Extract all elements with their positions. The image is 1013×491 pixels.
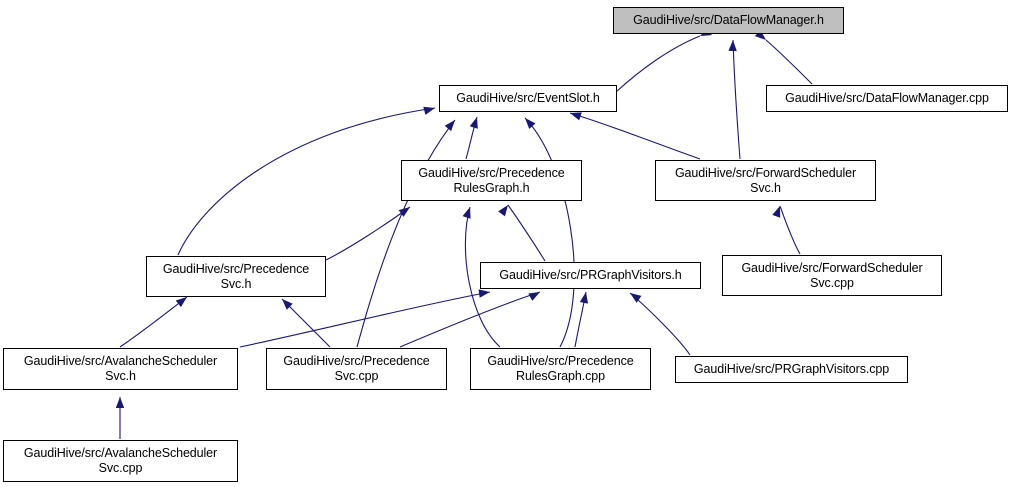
graph-edge-forwardschedulersvc_h-to-eventslot_h	[569, 112, 701, 160]
arrowhead-16	[579, 292, 589, 304]
graph-edge-eventslot_h-to-datafowmanager_h	[615, 35, 701, 93]
graph-node-datafowmanager_cpp[interactable]: GaudiHive/src/DataFlowManager.cpp	[766, 85, 1008, 112]
arrowhead-10	[462, 207, 471, 219]
arrowhead-14	[478, 289, 490, 298]
graph-edge-avalancheschedulersvc_h-to-precedencesvc_h	[119, 296, 188, 348]
arrowhead-9	[498, 205, 508, 217]
arrowhead-5	[444, 120, 455, 132]
graph-node-forwardschedulersvc_h[interactable]: GaudiHive/src/ForwardScheduler Svc.h	[655, 160, 876, 201]
arrowhead-2	[754, 29, 766, 40]
arrowheads-group	[115, 27, 781, 408]
graph-node-precedencesvc_h[interactable]: GaudiHive/src/Precedence Svc.h	[146, 256, 326, 297]
graph-edge-precedencesvc_h-to-precedencerulesgraph_h	[325, 206, 411, 261]
graph-node-prgraphvisitors_h[interactable]: GaudiHive/src/PRGraphVisitors.h	[480, 262, 701, 289]
arrowhead-12	[175, 297, 187, 308]
graph-node-avalancheschedulersvc_h[interactable]: GaudiHive/src/AvalancheScheduler Svc.h	[3, 348, 238, 390]
arrowhead-15	[528, 292, 540, 301]
arrowhead-11	[772, 206, 781, 218]
arrowhead-4	[469, 117, 478, 129]
arrowhead-6	[525, 118, 536, 129]
arrowhead-7	[570, 112, 582, 121]
arrowhead-13	[282, 299, 293, 310]
graph-node-precedencerulesgraph_h[interactable]: GaudiHive/src/Precedence RulesGraph.h	[401, 160, 582, 201]
graph-node-avalancheschedulersvc_cpp[interactable]: GaudiHive/src/AvalancheScheduler Svc.cpp	[3, 440, 238, 482]
graph-edge-prgraphvisitors_cpp-to-prgraphvisitors_h	[629, 292, 691, 356]
arrowhead-18	[115, 397, 125, 408]
graph-node-prgraphvisitors_cpp[interactable]: GaudiHive/src/PRGraphVisitors.cpp	[675, 356, 908, 383]
arrowhead-1	[728, 40, 737, 52]
graph-edge-precedencesvc_cpp-to-eventslot_h	[356, 119, 456, 348]
arrowhead-8	[398, 207, 410, 217]
arrowhead-17	[630, 293, 642, 303]
arrowhead-3	[423, 106, 435, 115]
graph-edge-prgraphvisitors_h-to-precedencerulesgraph_h	[507, 204, 546, 262]
graph-node-datafowmanager_h[interactable]: GaudiHive/src/DataFlowManager.h	[613, 7, 844, 34]
graph-edge-avalancheschedulersvc_h-to-prgraphvisitors_h	[239, 291, 491, 348]
graph-edge-precedencesvc_cpp-to-prgraphvisitors_h	[399, 291, 541, 348]
graph-edge-precedencerulesgraph_cpp-to-eventslot_h	[524, 117, 575, 348]
graph-node-precedencesvc_cpp[interactable]: GaudiHive/src/Precedence Svc.cpp	[266, 348, 447, 390]
graph-node-precedencerulesgraph_cpp[interactable]: GaudiHive/src/Precedence RulesGraph.cpp	[470, 348, 651, 390]
graph-edge-forwardschedulersvc_cpp-to-forwardschedulersvc_h	[779, 205, 801, 255]
graph-edge-precedencerulesgraph_cpp-to-precedencerulesgraph_h	[464, 206, 501, 348]
graph-edge-datafowmanager_cpp-to-datafowmanager_h	[765, 39, 813, 85]
graph-edge-precedencesvc_h-to-eventslot_h	[177, 107, 436, 256]
graph-node-forwardschedulersvc_cpp[interactable]: GaudiHive/src/ForwardScheduler Svc.cpp	[722, 255, 942, 296]
graph-edge-forwardschedulersvc_h-to-datafowmanager_h	[732, 39, 741, 160]
graph-node-eventslot_h[interactable]: GaudiHive/src/EventSlot.h	[439, 85, 617, 112]
